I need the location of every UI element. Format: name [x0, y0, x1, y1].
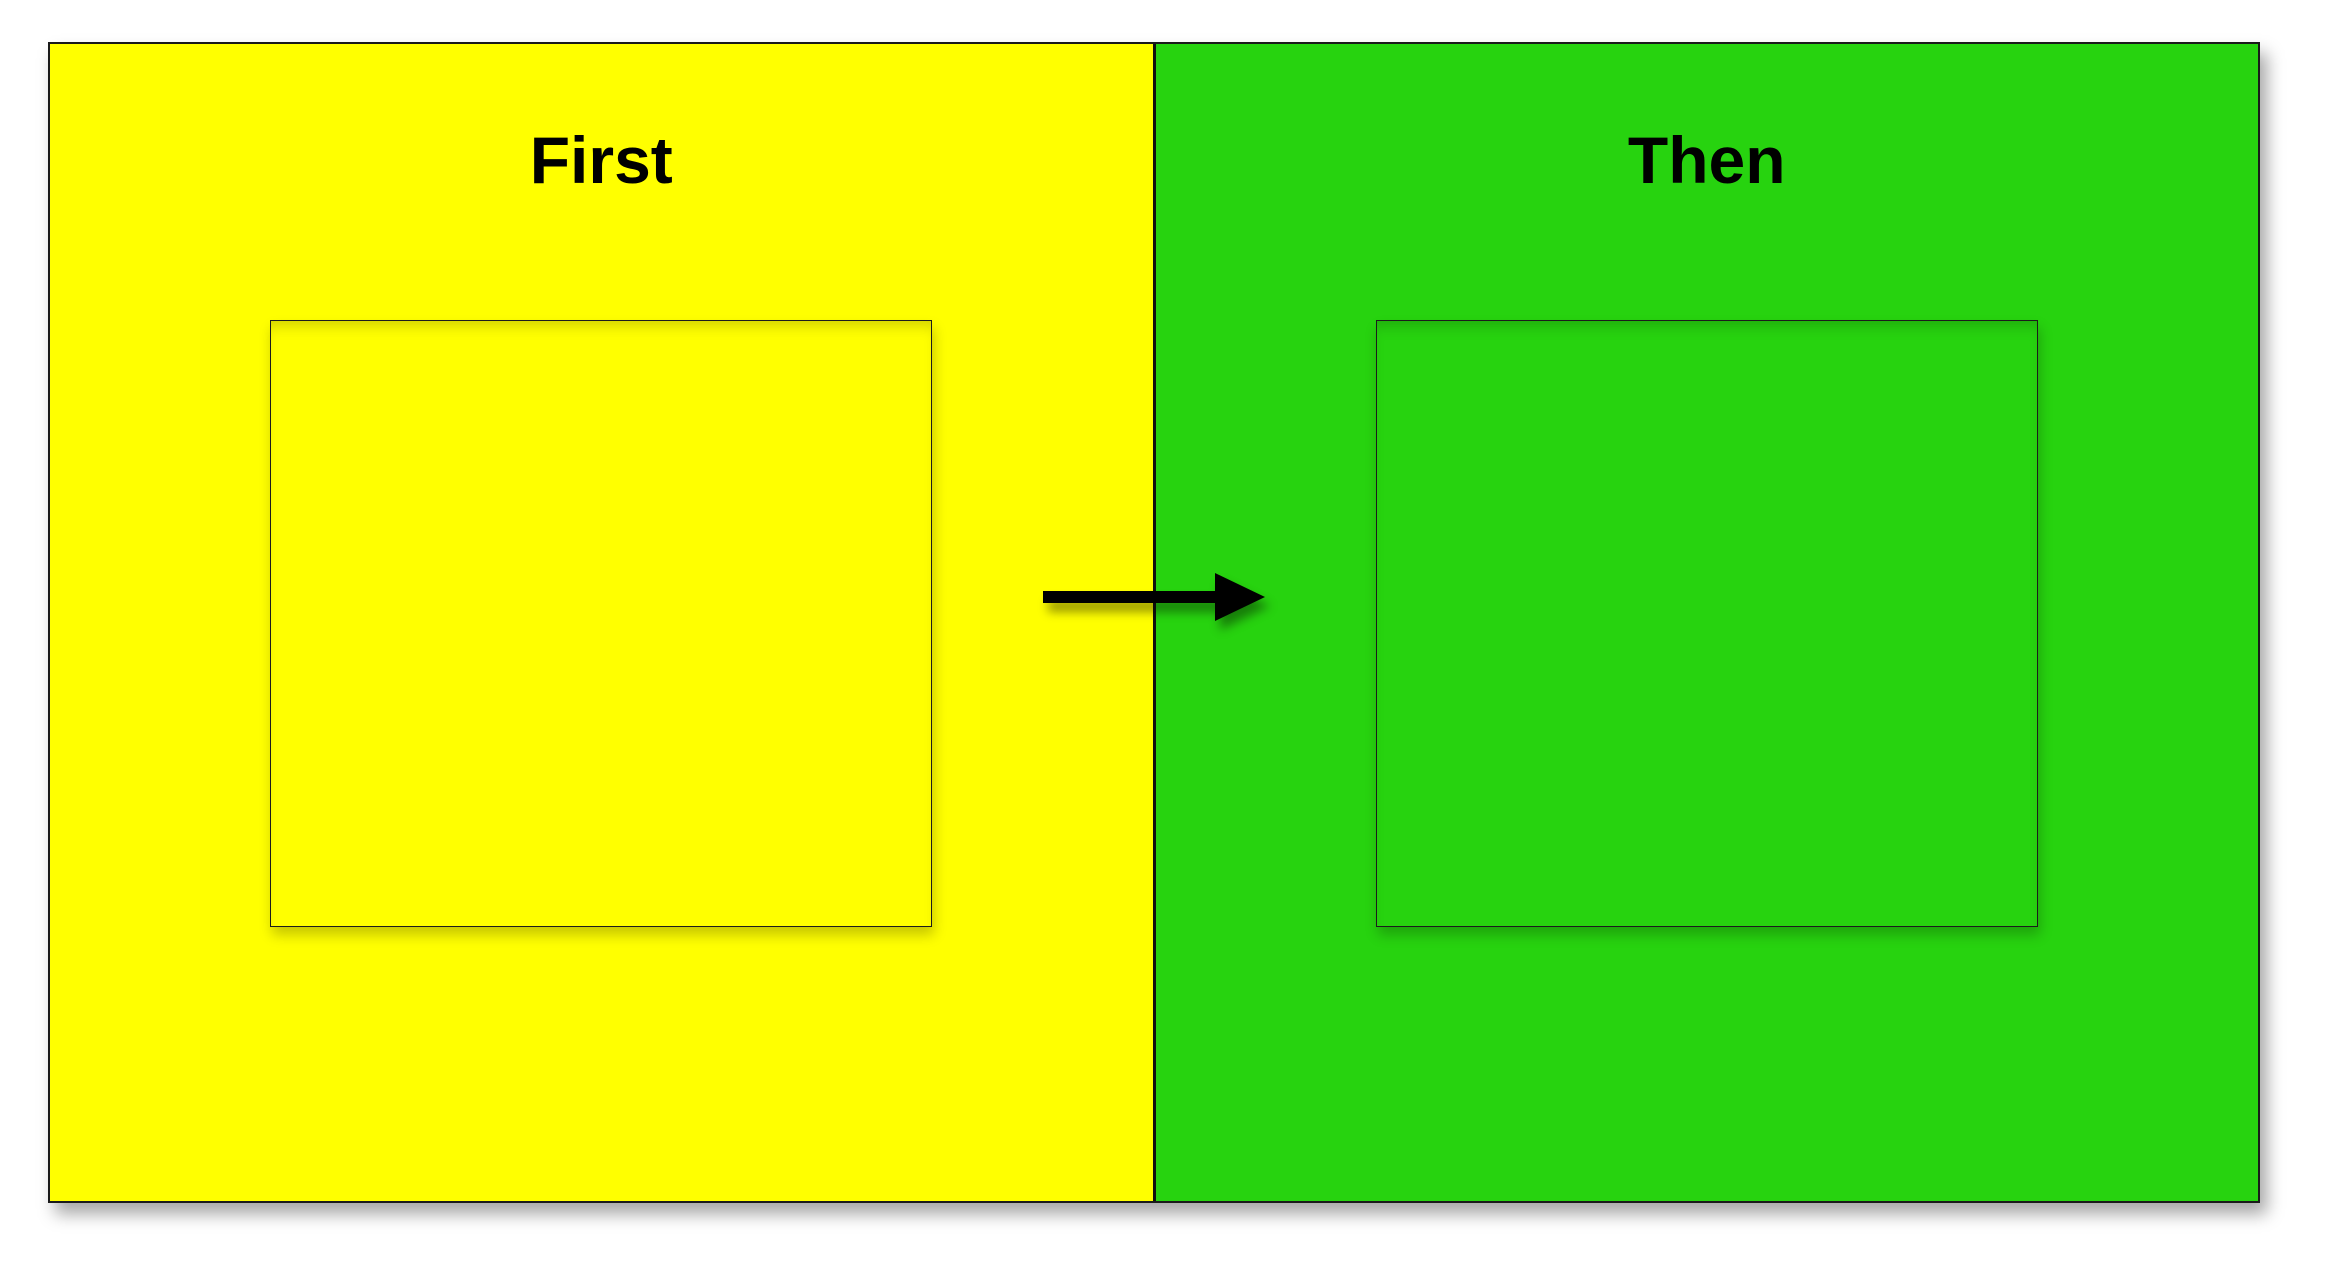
right-arrow-icon	[1043, 573, 1265, 621]
panel-first-title: First	[529, 123, 673, 197]
panel-then: Then	[1155, 44, 2258, 1201]
panel-first: First	[50, 44, 1156, 1201]
sequence-diagram: First Then	[48, 42, 2260, 1203]
panel-first-placeholder-box	[270, 320, 932, 927]
panel-then-title: Then	[1627, 123, 1786, 197]
panel-then-placeholder-box	[1375, 320, 2038, 927]
